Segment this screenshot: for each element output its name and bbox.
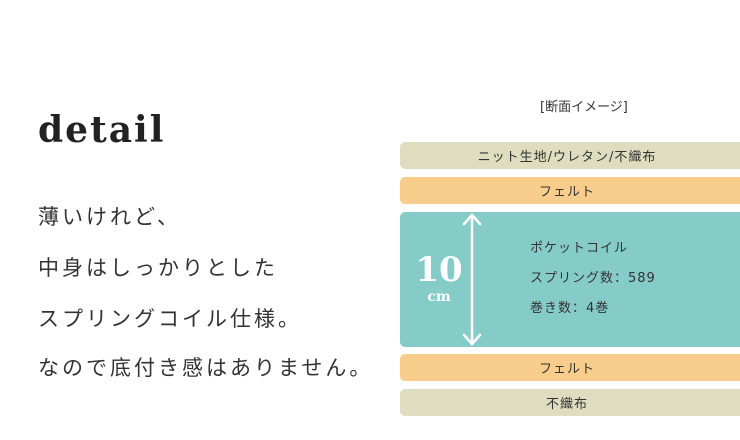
thickness-unit: cm xyxy=(427,289,451,305)
description-line: 薄いけれど、 xyxy=(38,205,181,229)
layer-felt-bottom-label: フェルト xyxy=(538,362,595,377)
page-heading: detail xyxy=(38,109,166,151)
layer-top-cover: ニット生地/ウレタン/不織布 xyxy=(400,142,740,169)
description-line: なので底付き感はありません。 xyxy=(38,356,374,380)
description-line: 中身はしっかりとした xyxy=(38,256,278,280)
double-arrow-icon xyxy=(462,213,482,346)
core-spec-spring-count: スプリング数：589 xyxy=(530,271,656,286)
core-spec-winding: 巻き数：4巻 xyxy=(530,301,610,316)
layer-spring-core: 10 cm ポケットコイル スプリング数：589 巻き数：4巻 xyxy=(400,212,740,347)
layer-top-cover-label: ニット生地/ウレタン/不織布 xyxy=(477,150,657,165)
description-line: スプリングコイル仕様。 xyxy=(38,307,302,331)
layer-felt-bottom: フェルト xyxy=(400,354,740,381)
thickness-value: 10 xyxy=(415,250,463,290)
core-spec-type: ポケットコイル xyxy=(530,241,629,256)
layer-felt-top-label: フェルト xyxy=(538,185,595,200)
layer-bottom-cover-label: 不織布 xyxy=(545,397,588,412)
layer-bottom-cover: 不織布 xyxy=(400,389,740,416)
cross-section-title: [断面イメージ] xyxy=(540,100,628,115)
layer-felt-top: フェルト xyxy=(400,177,740,204)
